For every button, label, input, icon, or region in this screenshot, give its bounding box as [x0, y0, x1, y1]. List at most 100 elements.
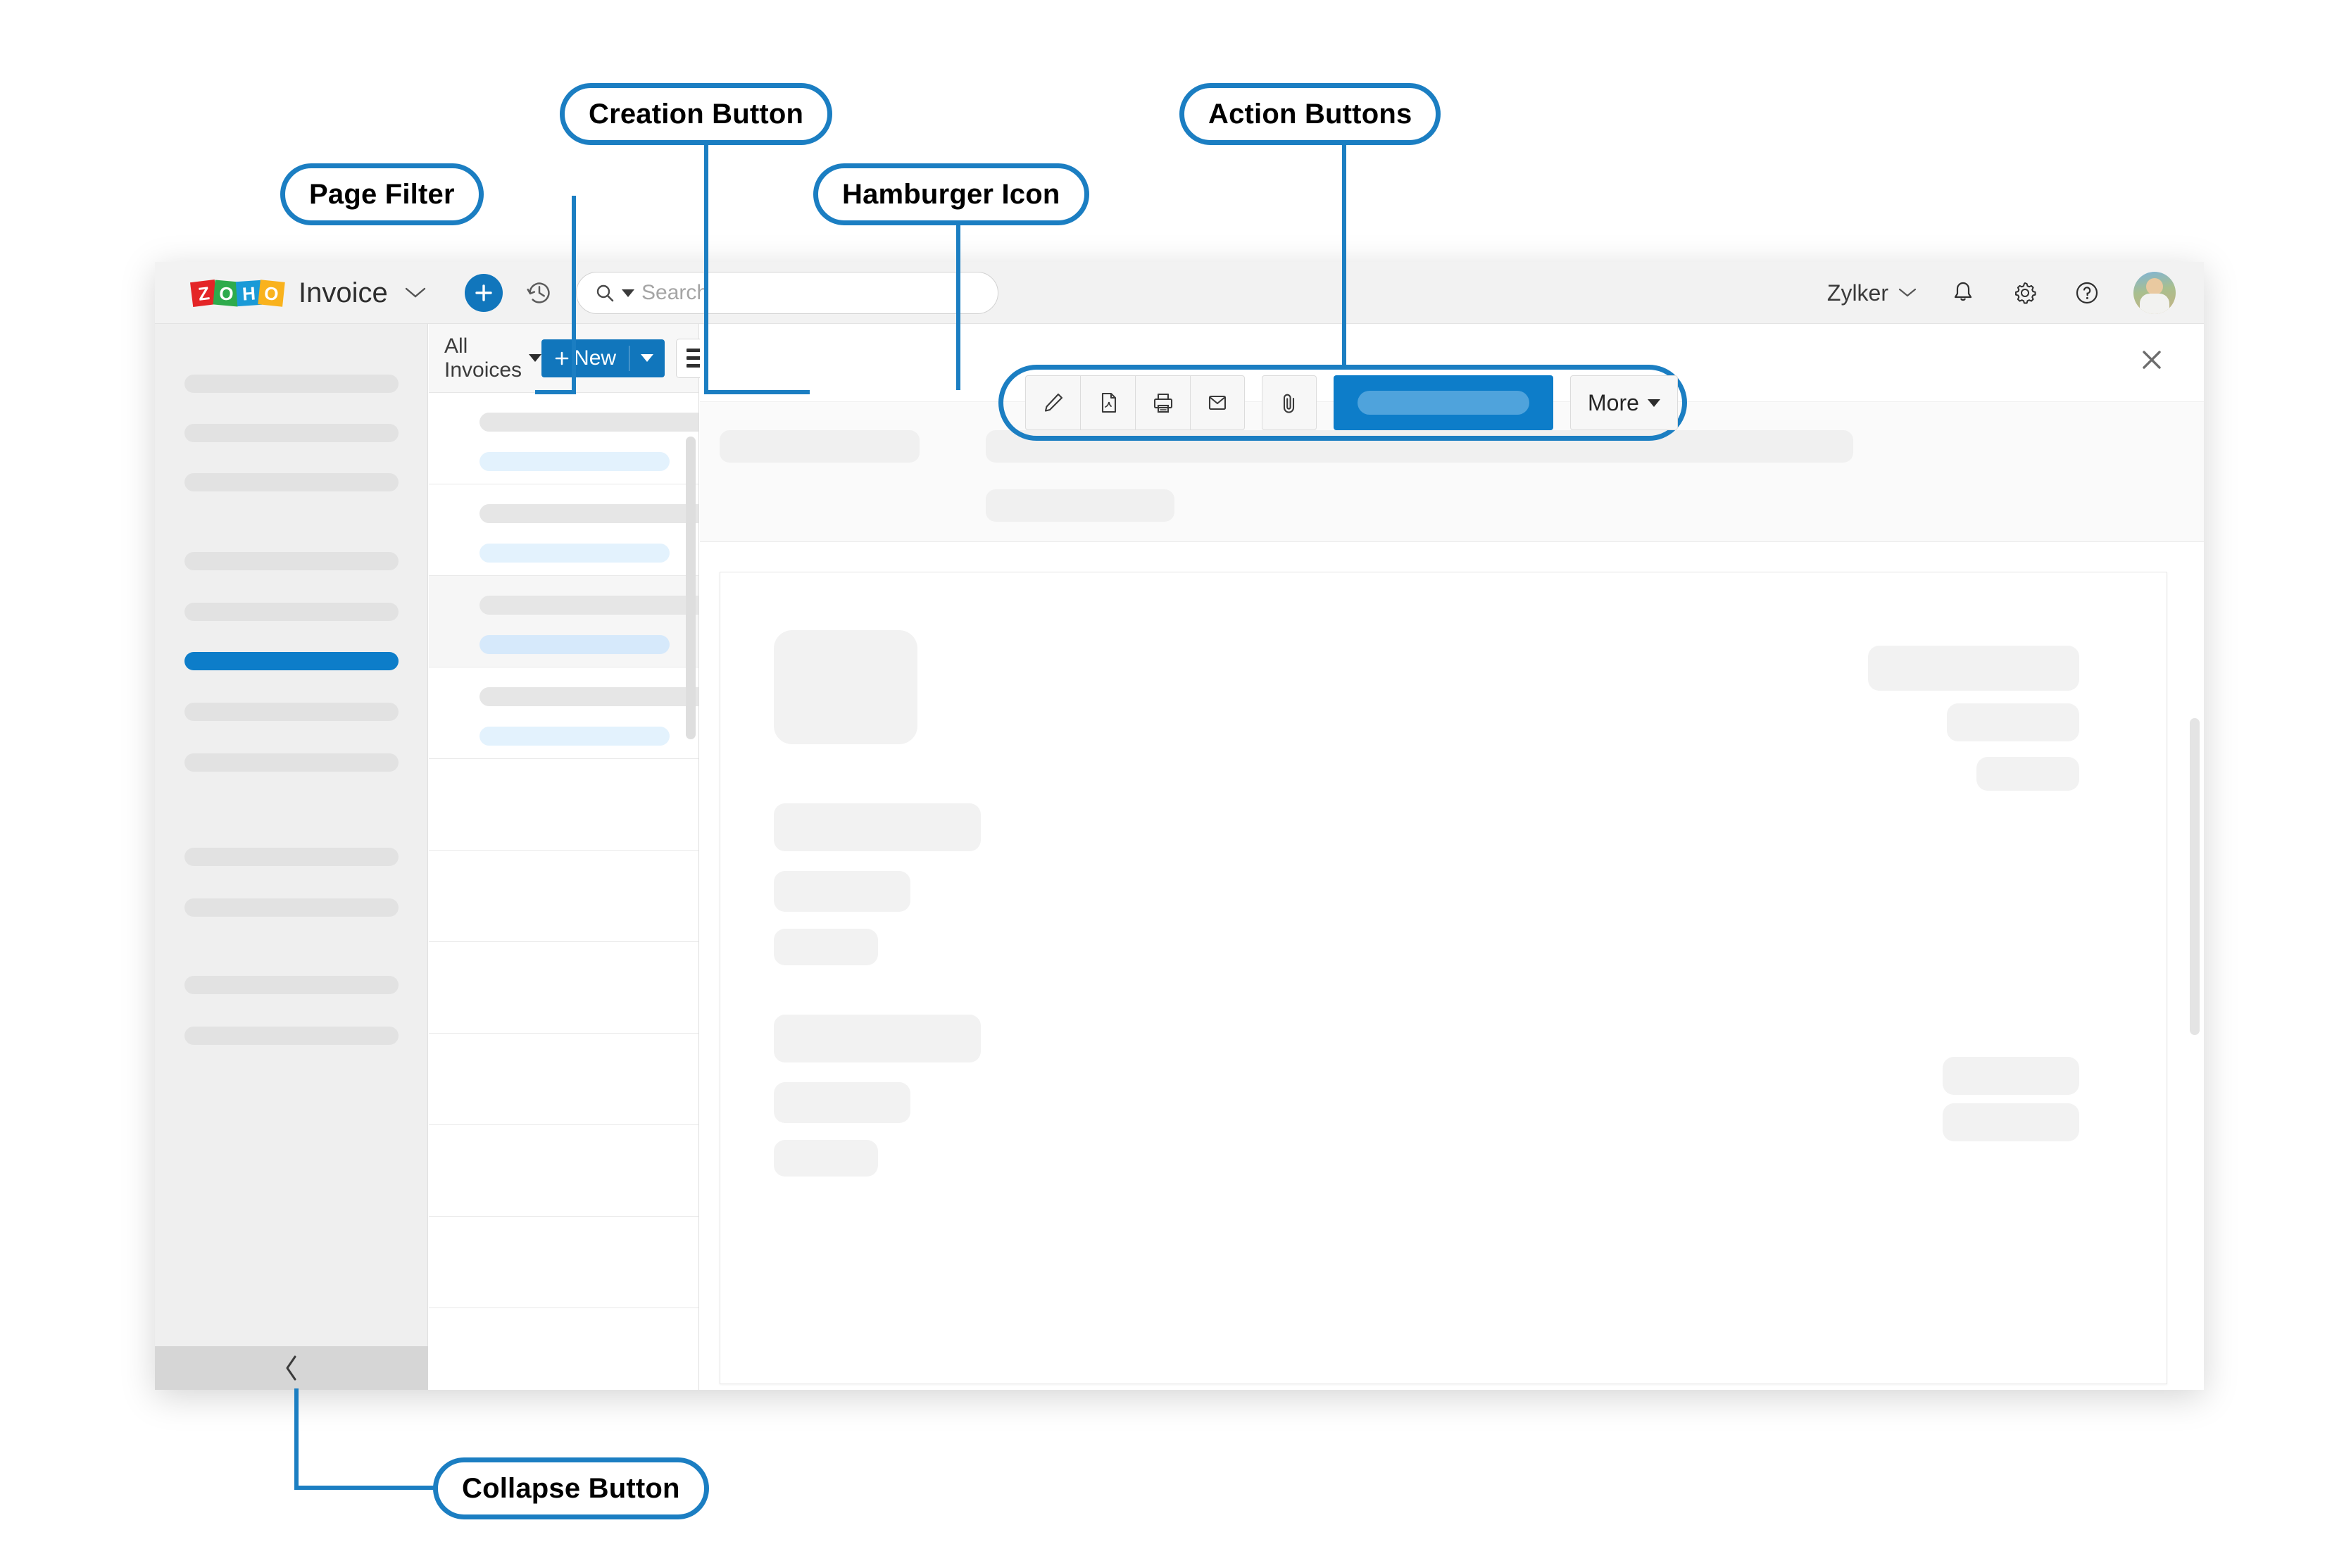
- document-right-3-skeleton: [1976, 757, 2079, 791]
- document-logo-skeleton: [774, 630, 917, 744]
- list-item[interactable]: [429, 1125, 698, 1217]
- zoho-logo-icon: Z O H O: [189, 277, 285, 309]
- list-item[interactable]: [429, 851, 698, 942]
- callout-page-filter: Page Filter: [280, 163, 484, 225]
- close-icon[interactable]: [2136, 344, 2167, 381]
- summary-value-skeleton: [986, 430, 1853, 463]
- org-switcher[interactable]: Zylker: [1827, 280, 1917, 306]
- list-item[interactable]: [429, 1034, 698, 1125]
- chevron-left-icon: [286, 1355, 296, 1381]
- list-panel-header: All Invoices New: [429, 324, 719, 393]
- list-item-selected[interactable]: [429, 576, 698, 667]
- new-button-dropdown[interactable]: [629, 354, 665, 362]
- more-button[interactable]: More: [1570, 375, 1678, 430]
- sidebar-item-5[interactable]: [184, 603, 399, 621]
- logo-tile-o2: O: [258, 279, 285, 307]
- document-line-4-skeleton: [774, 1015, 981, 1062]
- leader-page-filter-h: [535, 390, 576, 394]
- search-input[interactable]: Search: [576, 272, 998, 314]
- brand-chevron-down-icon[interactable]: [405, 282, 426, 304]
- envelope-icon: [1208, 395, 1227, 410]
- create-new-button[interactable]: [465, 274, 503, 312]
- more-button-label: More: [1588, 389, 1639, 415]
- primary-action-button[interactable]: [1334, 375, 1553, 430]
- sidebar-item-2[interactable]: [184, 424, 399, 442]
- list-item-meta-skeleton: [479, 452, 670, 471]
- new-button[interactable]: New: [541, 339, 665, 377]
- leader-collapse-button-h: [294, 1486, 435, 1490]
- search-scope-caret-icon[interactable]: [622, 289, 634, 297]
- org-name-label: Zylker: [1826, 280, 1888, 306]
- document-total-2-skeleton: [1943, 1103, 2079, 1141]
- leader-creation-button: [704, 145, 708, 394]
- list-item[interactable]: [429, 484, 698, 576]
- sidebar-item-8[interactable]: [184, 848, 399, 866]
- list-item-title-skeleton: [479, 504, 698, 523]
- page-filter-caret-icon: [529, 354, 542, 362]
- list-item-meta-skeleton: [479, 635, 670, 654]
- list-rows: [429, 393, 698, 1390]
- brand[interactable]: Z O H O Invoice: [189, 262, 426, 324]
- search-icon: [596, 284, 614, 302]
- sidebar-item-selected[interactable]: [184, 652, 399, 670]
- app-window: Z O H O Invoice: [155, 262, 2204, 1390]
- sidebar-item-6[interactable]: [184, 703, 399, 721]
- pdf-button[interactable]: [1080, 375, 1135, 430]
- attach-button[interactable]: [1262, 375, 1317, 430]
- list-panel: All Invoices New: [429, 324, 719, 1390]
- list-item-title-skeleton: [479, 596, 698, 615]
- sidebar-item-1[interactable]: [184, 375, 399, 393]
- list-item[interactable]: [429, 667, 698, 759]
- list-header-actions: New: [541, 338, 719, 378]
- help-button[interactable]: [2071, 277, 2102, 308]
- more-caret-icon: [1647, 399, 1660, 407]
- document-total-1-skeleton: [1943, 1057, 2079, 1095]
- sidebar: [155, 324, 428, 1390]
- list-item[interactable]: [429, 1217, 698, 1308]
- sidebar-item-7[interactable]: [184, 753, 399, 772]
- callout-hamburger-icon-label: Hamburger Icon: [842, 178, 1060, 210]
- collapse-button[interactable]: [155, 1346, 428, 1390]
- recent-history-icon[interactable]: [524, 277, 555, 308]
- list-item[interactable]: [429, 942, 698, 1034]
- list-item[interactable]: [429, 759, 698, 851]
- avatar[interactable]: [2133, 272, 2176, 314]
- new-button-label-wrap: New: [541, 346, 629, 370]
- notifications-button[interactable]: [1948, 277, 1979, 308]
- document-line-3-skeleton: [774, 929, 878, 965]
- list-item-meta-skeleton: [479, 727, 670, 746]
- product-name: Invoice: [299, 277, 388, 308]
- printer-icon: [1153, 393, 1172, 413]
- document-preview-card: [720, 572, 2167, 1384]
- list-item[interactable]: [429, 393, 698, 484]
- sidebar-item-3[interactable]: [184, 473, 399, 491]
- settings-button[interactable]: [2010, 277, 2040, 308]
- help-circle-icon: [2076, 282, 2098, 304]
- sidebar-item-4[interactable]: [184, 552, 399, 570]
- email-button[interactable]: [1190, 375, 1245, 430]
- leader-page-filter: [572, 196, 576, 394]
- page-filter[interactable]: All Invoices: [444, 334, 542, 382]
- callout-collapse-button-label: Collapse Button: [462, 1472, 680, 1504]
- list-scrollbar[interactable]: [686, 437, 696, 739]
- sidebar-item-10[interactable]: [184, 976, 399, 994]
- action-toolbar: More: [1025, 375, 1678, 430]
- callout-creation-button: Creation Button: [560, 83, 833, 145]
- topbar-right-actions: Zylker: [1827, 262, 2176, 324]
- pdf-file-icon: [1101, 392, 1116, 413]
- document-right-1-skeleton: [1868, 646, 2079, 691]
- org-chevron-down-icon: [1898, 288, 1917, 297]
- sidebar-item-11[interactable]: [184, 1027, 399, 1045]
- callout-creation-button-label: Creation Button: [589, 98, 804, 130]
- detail-scrollbar[interactable]: [2190, 718, 2200, 1035]
- callout-action-buttons: Action Buttons: [1179, 83, 1441, 145]
- print-button[interactable]: [1135, 375, 1190, 430]
- sidebar-item-9[interactable]: [184, 898, 399, 917]
- edit-button[interactable]: [1025, 375, 1080, 430]
- callout-hamburger-icon: Hamburger Icon: [813, 163, 1089, 225]
- primary-action-label-skeleton: [1358, 391, 1529, 415]
- paperclip-icon: [1283, 394, 1295, 413]
- action-button-group: [1025, 375, 1245, 430]
- list-item-meta-skeleton: [479, 544, 670, 563]
